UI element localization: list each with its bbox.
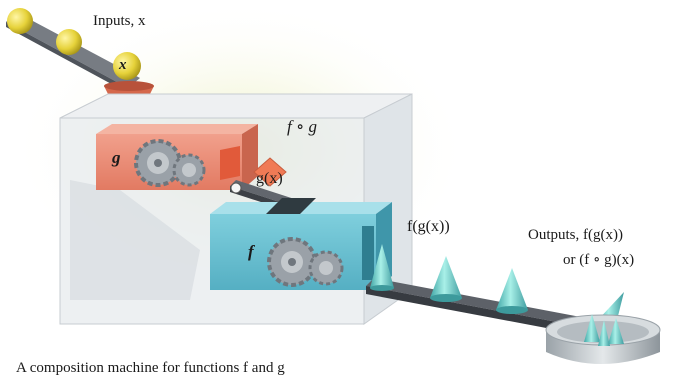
output-cone-1: [370, 244, 394, 291]
composite-fog-label: f ∘ g: [287, 117, 318, 136]
f-machine-label: f: [248, 242, 254, 261]
f-gear-small: [308, 250, 344, 286]
g-gear-large: [134, 139, 182, 187]
figure-caption: A composition machine for functions f an…: [16, 360, 285, 376]
input-ball-x: [113, 52, 141, 80]
ball-x-label: x: [119, 57, 127, 73]
f-gear-large: [267, 237, 317, 287]
g-machine-label: g: [112, 148, 121, 167]
g-output-cube-block: [220, 146, 240, 180]
output-cone-3: [496, 268, 528, 314]
output-bowl: [545, 314, 661, 364]
g-x-cube: [253, 157, 287, 187]
inputs-label: Inputs, x: [93, 13, 146, 29]
input-ball-2: [56, 29, 82, 55]
input-ball-1: [7, 8, 33, 34]
g-gear-small: [172, 153, 206, 187]
outputs-label-line2: or (f ∘ g)(x): [563, 252, 635, 268]
f-of-g-of-x-label: f(g(x)): [407, 218, 450, 235]
outputs-label-line1: Outputs, f(g(x)): [528, 227, 623, 243]
output-cone-2: [430, 256, 462, 302]
g-of-x-label: g(x): [256, 170, 283, 187]
